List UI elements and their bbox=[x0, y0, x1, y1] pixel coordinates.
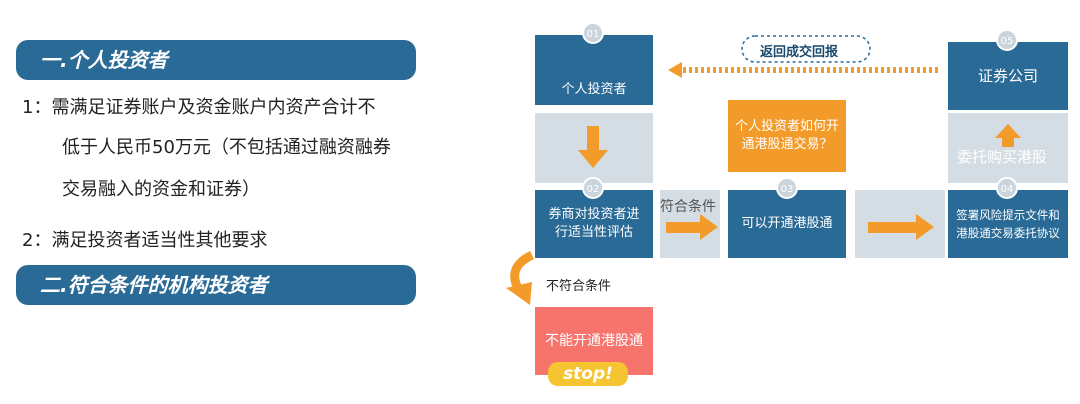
requirement-1-line3: 交易融入的资金和证券） bbox=[62, 179, 260, 200]
step-02-box: 券商对投资者进行适当性评估 bbox=[535, 190, 653, 258]
arrow-right-icon bbox=[666, 214, 718, 240]
section2-title: 二.符合条件的机构投资者 bbox=[16, 265, 416, 305]
step-03-number: 03 bbox=[776, 177, 798, 199]
section1-title: 一.个人投资者 bbox=[16, 40, 416, 80]
arrow-right-icon bbox=[868, 214, 934, 240]
step-03-label: 可以开通港股通 bbox=[741, 216, 833, 231]
stop-badge: stop! bbox=[548, 362, 628, 386]
step-01-number: 01 bbox=[582, 22, 604, 44]
cannot-open-label: 不能开通港股通 bbox=[545, 333, 643, 349]
step-01-box: 个人投资者 bbox=[535, 35, 653, 105]
entrust-label: 委托购买港股 bbox=[957, 148, 1048, 166]
step-02-number: 02 bbox=[582, 177, 604, 199]
return-label: 返回成交回报 bbox=[760, 45, 839, 60]
step-01-label: 个人投资者 bbox=[561, 82, 627, 97]
requirement-2: 2：满足投资者适当性其他要求 bbox=[22, 230, 268, 251]
step-05-number: 05 bbox=[996, 29, 1018, 51]
question-box: 个人投资者如何开通港股通交易？ bbox=[728, 100, 846, 172]
qualified-label: 符合条件 bbox=[660, 199, 716, 215]
step-05-box: 证券公司 bbox=[948, 42, 1068, 110]
arrow-left-icon bbox=[668, 62, 940, 78]
step-04-number: 04 bbox=[996, 177, 1018, 199]
requirement-1-line1: 1：需满足证券账户及资金账户内资产合计不 bbox=[22, 97, 376, 118]
step-04-box: 签署风险提示文件和港股通交易委托协议 bbox=[948, 190, 1068, 258]
step-02-label: 券商对投资者进行适当性评估 bbox=[548, 207, 640, 240]
curved-arrow-icon bbox=[506, 250, 535, 305]
requirement-1-line2: 低于人民币50万元（不包括通过融资融券 bbox=[62, 137, 391, 158]
arrow-down-icon bbox=[578, 126, 608, 168]
question-label: 个人投资者如何开通港股通交易？ bbox=[734, 119, 839, 152]
unqualified-label: 不符合条件 bbox=[546, 279, 612, 294]
arrow-up-icon bbox=[995, 124, 1021, 147]
step-04-label: 签署风险提示文件和港股通交易委托协议 bbox=[956, 208, 1060, 240]
step-03-box: 可以开通港股通 bbox=[728, 190, 846, 258]
step-05-label: 证券公司 bbox=[977, 67, 1038, 85]
return-label-frame bbox=[741, 35, 871, 63]
